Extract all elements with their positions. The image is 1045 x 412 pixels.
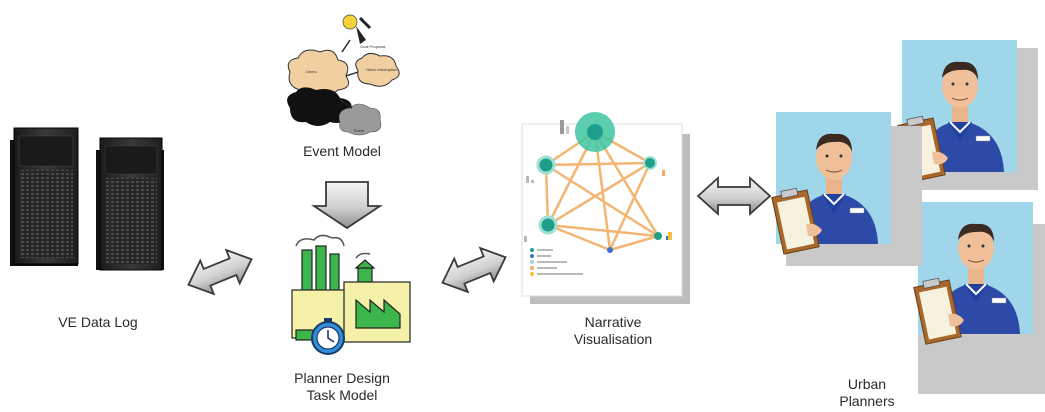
ve-data-log-label: VE Data Log <box>58 314 138 330</box>
narrative-line2: Visualisation <box>573 331 653 347</box>
urban-line1: Urban <box>847 376 887 392</box>
urban-planners-label: Urban Planners <box>812 376 922 410</box>
cloud-icon: Goal Proposal Demo Other Interruption Ev… <box>287 14 400 136</box>
factory-icon <box>291 234 411 343</box>
double-arrow-icon <box>696 175 772 217</box>
event-node-other: Other Interruption <box>366 67 397 72</box>
double-arrow-icon <box>187 248 253 296</box>
down-arrow-icon <box>311 181 383 230</box>
server-icon <box>10 127 164 271</box>
planner-design-line1: Planner Design <box>294 370 390 386</box>
narrative-line1: Narrative <box>584 314 642 330</box>
planner-figure-icon <box>912 201 1045 394</box>
narrative-visualisation-label: Narrative Visualisation <box>538 314 688 348</box>
event-node-demo: Demo <box>306 69 317 74</box>
double-arrow-icon <box>441 246 507 294</box>
planner-design-line2: Task Model <box>306 387 378 403</box>
clock-icon <box>311 318 345 355</box>
event-node-goal: Goal Proposal <box>360 44 385 49</box>
urban-line2: Planners <box>839 393 895 409</box>
network-graph-icon <box>521 112 690 304</box>
planner-figure-icon <box>896 39 1038 190</box>
event-node-event: Event <box>354 128 365 133</box>
planner-design-label: Planner Design Task Model <box>262 370 422 404</box>
planner-figure-icon <box>770 111 922 266</box>
event-model-label: Event Model <box>303 143 381 159</box>
